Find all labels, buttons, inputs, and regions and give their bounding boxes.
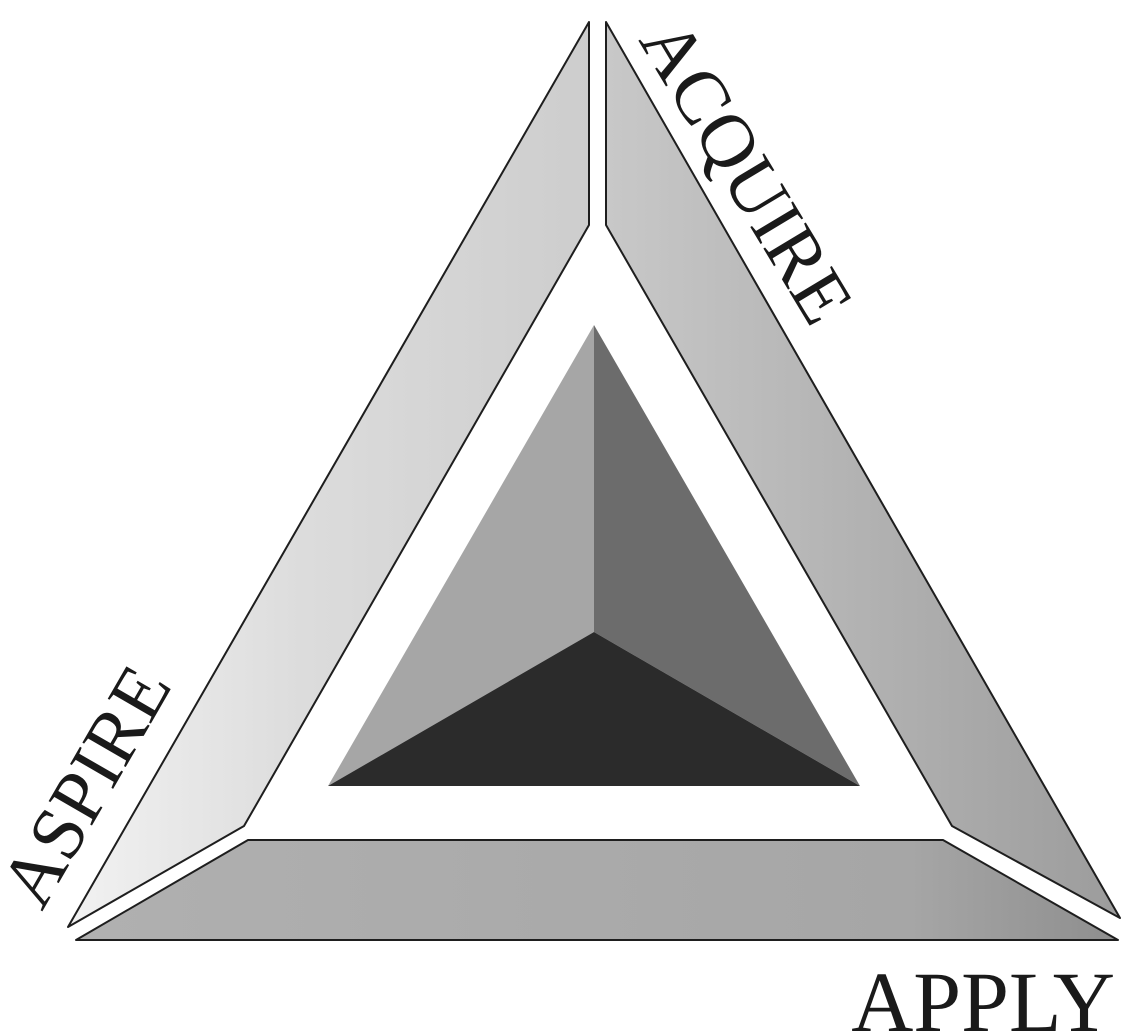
frame-bottom-bar (76, 840, 1118, 940)
label-apply: APPLY (851, 954, 1115, 1036)
